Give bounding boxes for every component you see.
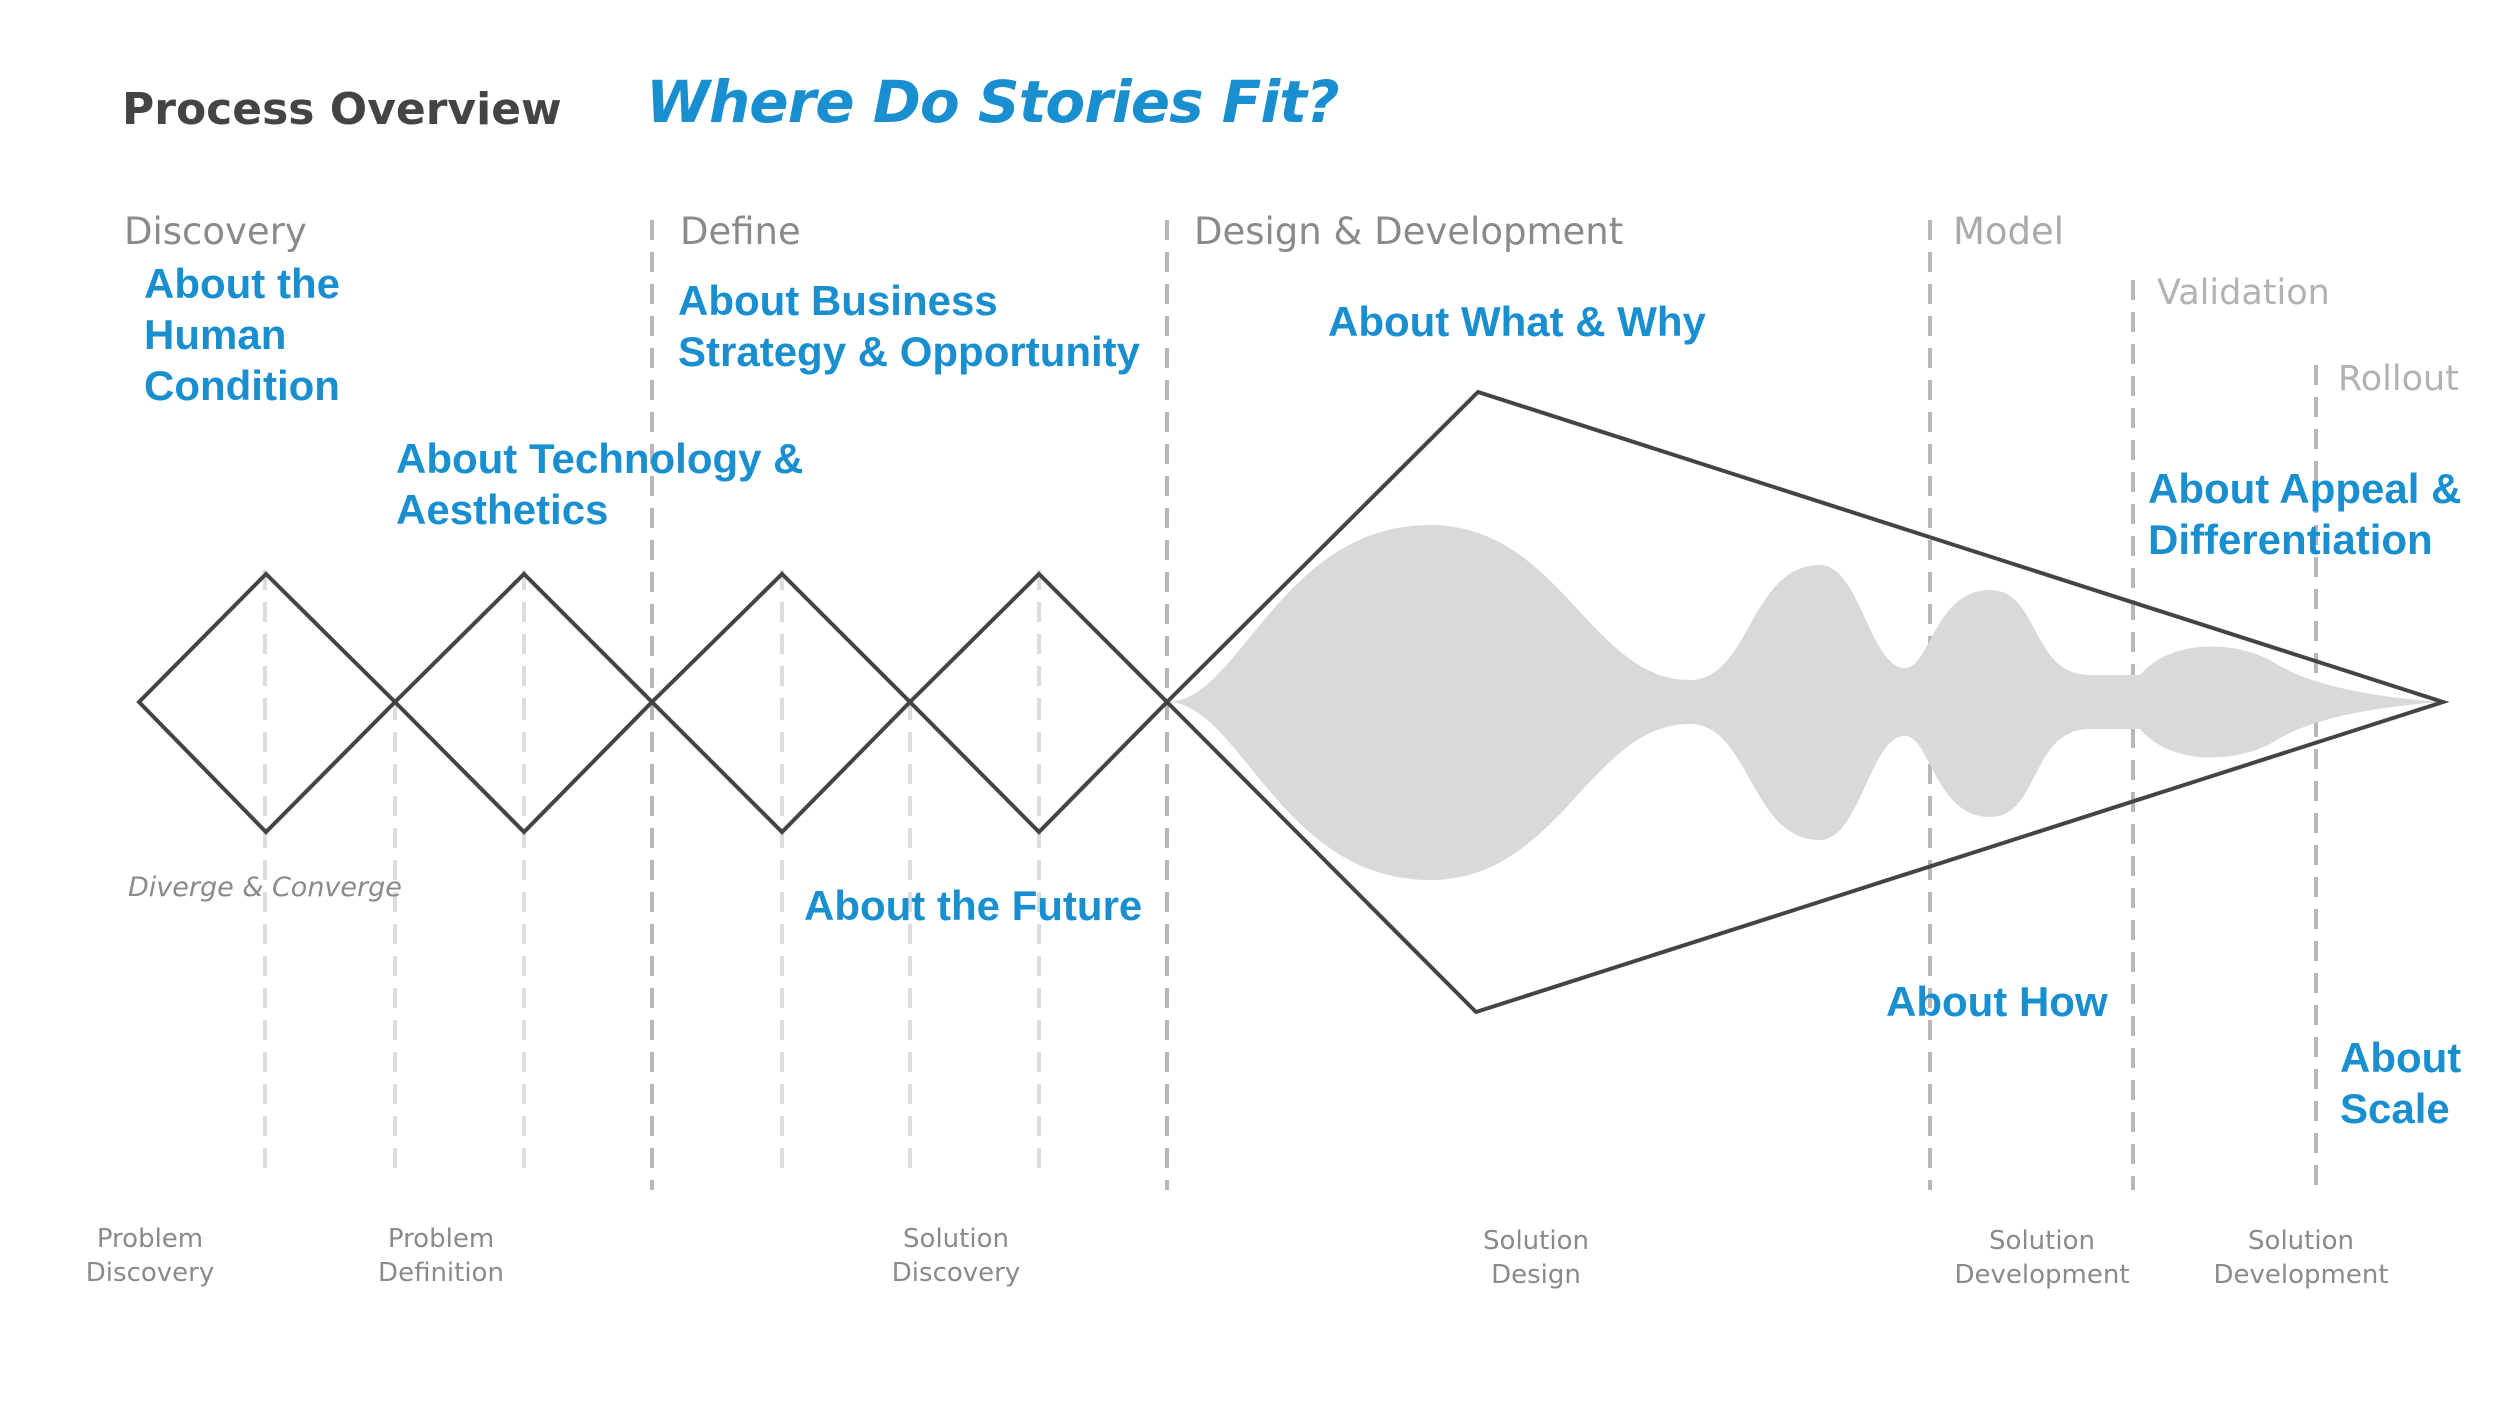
page-heading: Where Do Stories Fit? — [646, 68, 1340, 136]
phase-validation: Validation — [2157, 273, 2330, 313]
topic-scale: About Scale — [2340, 1034, 2462, 1132]
topic-technology-aesthetics: About Technology & Aesthetics — [396, 435, 804, 533]
page-title: Process Overview — [122, 84, 562, 135]
iteration-blob — [1167, 525, 2440, 880]
sub-dividers — [263, 570, 1041, 1180]
topic-how: About How — [1886, 978, 2108, 1025]
phase-model: Model — [1953, 210, 2065, 253]
kite-solution-design — [1164, 389, 2450, 1015]
topic-future: About the Future — [804, 882, 1143, 929]
diverge-converge-note: Diverge & Converge — [128, 872, 402, 903]
topic-what-why: About What & Why — [1328, 298, 1706, 345]
diamonds — [136, 389, 2450, 1015]
topic-human-condition: About the Human Condition — [144, 260, 340, 409]
phase-design-development: Design & Development — [1194, 210, 1624, 253]
phase-discovery: Discovery — [124, 210, 307, 253]
topic-business-strategy: About Business Strategy & Opportunity — [678, 277, 1141, 375]
phase-define: Define — [680, 210, 801, 253]
phase-rollout: Rollout — [2338, 359, 2459, 399]
topic-appeal-differentiation: About Appeal & Differentiation — [2148, 465, 2462, 563]
